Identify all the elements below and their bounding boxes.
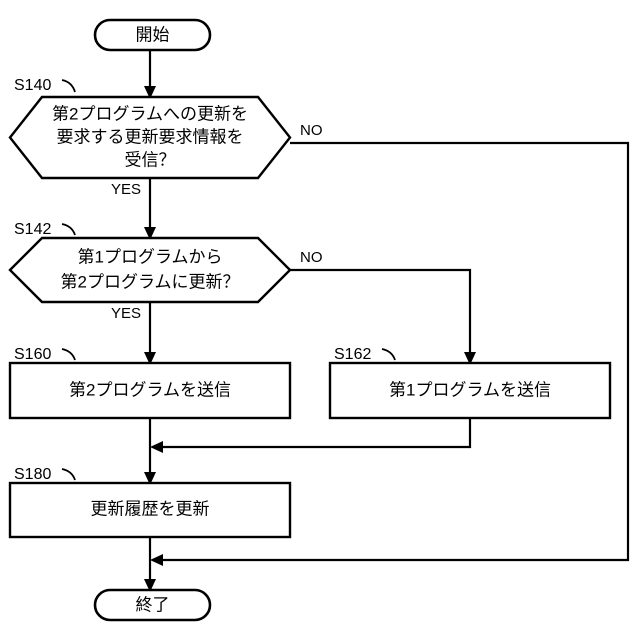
s140-label-line-2: 要求する更新要求情報を: [57, 127, 244, 146]
s140-yes-branch-label: YES: [111, 181, 141, 198]
arrowhead-s162-merge: [150, 441, 163, 453]
node-s180[interactable]: 更新履歴を更新: [8, 481, 292, 539]
edge-s180-to-end: [144, 537, 156, 592]
node-s160[interactable]: 第2プログラムを送信: [8, 361, 292, 420]
arrowhead-s142-no-to-s162: [464, 352, 476, 365]
s160-rect-shape: [8, 361, 292, 420]
edge-s140-yes-to-s142: [144, 178, 156, 240]
node-start[interactable]: 開始: [93, 18, 212, 52]
arrowhead-start-to-s140: [144, 86, 156, 99]
end-terminal-shape: [93, 588, 212, 622]
s180-rect-shape: [8, 481, 292, 539]
arrowhead-s180-to-end: [144, 579, 156, 592]
s142-no-branch-label: NO: [300, 249, 323, 266]
s142-label-line-2: 第2プログラムに更新？: [61, 272, 240, 291]
s140-hexagon-shape: [8, 95, 292, 180]
s140-no-branch-label: NO: [300, 122, 323, 139]
s142-label-line-1: 第1プログラムから: [78, 247, 223, 266]
start-terminal-label: 開始: [136, 25, 170, 44]
s142-step-label: S142: [14, 221, 51, 238]
s180-step-label: S180: [14, 466, 51, 483]
s160-label: 第2プログラムを送信: [69, 380, 231, 399]
s160-step-callout: S160: [14, 346, 76, 363]
node-end[interactable]: 終了: [93, 588, 212, 622]
start-terminal-shape: [93, 18, 212, 52]
s180-step-callout: S180: [14, 466, 76, 483]
arrowhead-s140-to-s142: [144, 227, 156, 240]
arrowhead-s142-to-s160: [144, 352, 156, 365]
edge-s142-no-to-s162: [290, 268, 476, 365]
s142-hexagon-shape: [8, 236, 292, 304]
s162-step-label: S162: [334, 346, 371, 363]
node-s162[interactable]: 第1プログラムを送信: [328, 361, 612, 420]
s162-step-callout: S162: [334, 346, 396, 363]
s140-label-line-1: 第2プログラムへの更新を: [52, 104, 248, 123]
edge-s160-to-s180: [144, 418, 156, 485]
edge-s162-to-s180: [150, 418, 472, 453]
s162-rect-shape: [328, 361, 612, 420]
end-terminal-label: 終了: [136, 595, 170, 614]
edge-s142-yes-to-s160: [144, 302, 156, 365]
s140-label-line-3: 受信？: [125, 150, 176, 169]
node-s140[interactable]: 第2プログラムへの更新を 要求する更新要求情報を 受信？: [8, 95, 292, 180]
node-s142[interactable]: 第1プログラムから 第2プログラムに更新？: [8, 236, 292, 304]
s142-yes-branch-label: YES: [111, 305, 141, 322]
arrowhead-s160-to-s180: [144, 472, 156, 485]
s140-step-callout: S140: [14, 77, 76, 94]
edge-s140-no-to-end: [150, 141, 630, 566]
s140-step-label: S140: [14, 77, 51, 94]
arrowhead-s140-no-to-end: [150, 554, 163, 566]
s160-step-label: S160: [14, 346, 51, 363]
s142-step-callout: S142: [14, 221, 76, 238]
s162-label: 第1プログラムを送信: [389, 380, 551, 399]
s180-label: 更新履歴を更新: [91, 499, 210, 518]
edge-start-to-s140: [144, 50, 156, 99]
